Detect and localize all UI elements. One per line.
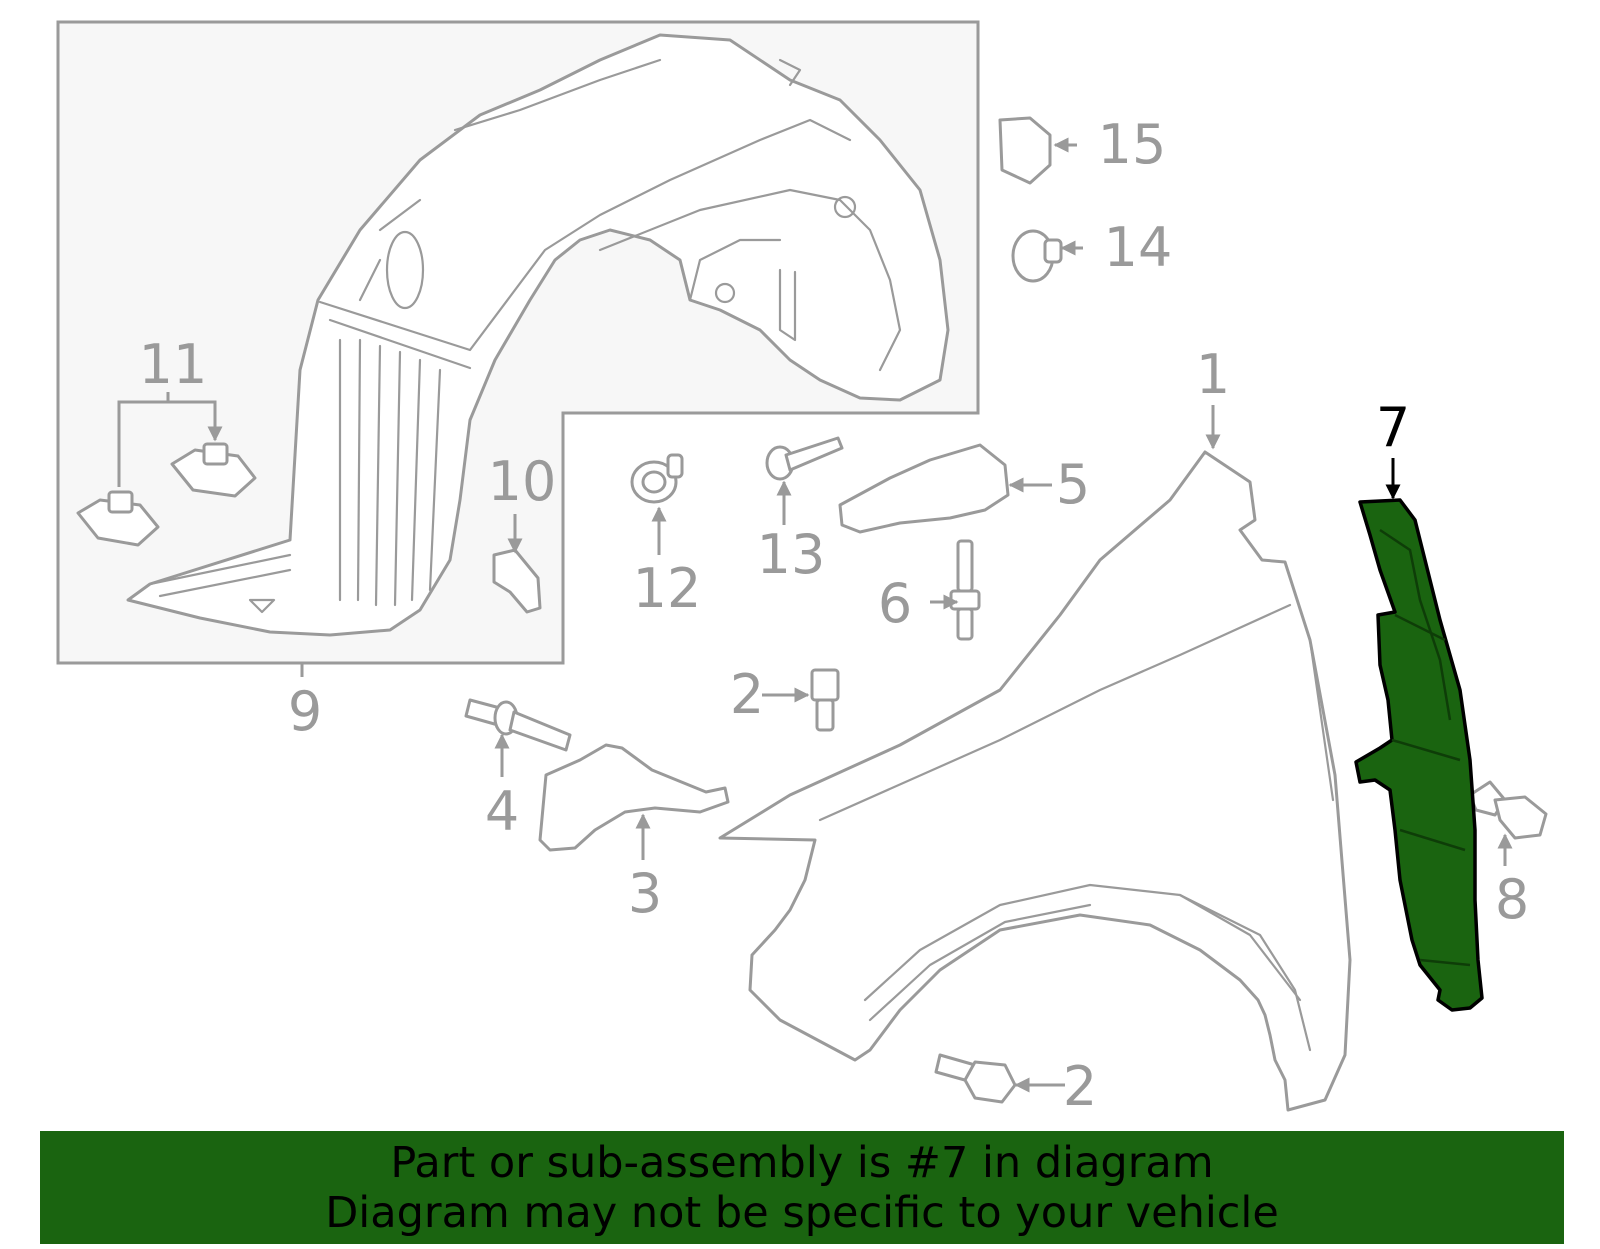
callout-3: 3 <box>628 862 662 925</box>
highlighted-part-7[interactable] <box>1354 498 1484 1012</box>
clip-nut-11a <box>76 490 160 547</box>
callout-2-upper: 2 <box>730 663 764 726</box>
grommet-12 <box>630 453 684 504</box>
callout-8: 8 <box>1495 868 1529 931</box>
leader-lines <box>117 137 1513 1093</box>
callout-1: 1 <box>1196 343 1230 406</box>
callout-2-lower: 2 <box>1063 1055 1097 1118</box>
callout-6: 6 <box>878 572 912 635</box>
info-banner: Part or sub-assembly is #7 in diagram Di… <box>40 1131 1564 1244</box>
callout-15: 15 <box>1098 113 1167 176</box>
fender-liner <box>126 33 950 637</box>
bolt-2b <box>934 1053 1017 1104</box>
clip-10 <box>492 548 542 614</box>
callout-11: 11 <box>139 333 208 396</box>
callout-4: 4 <box>485 780 519 843</box>
callout-10: 10 <box>488 450 557 513</box>
callout-5: 5 <box>1056 453 1090 516</box>
highlighted-part-7-detail <box>1379 528 1471 967</box>
callout-14: 14 <box>1104 216 1173 279</box>
callout-9: 9 <box>288 680 322 743</box>
banner-line-2: Diagram may not be specific to your vehi… <box>325 1187 1279 1238</box>
retainer-15 <box>998 116 1052 185</box>
push-clip-8 <box>1468 780 1548 840</box>
callout-13: 13 <box>757 523 826 586</box>
fender <box>718 450 1352 1112</box>
clip-nut-11b <box>170 442 257 498</box>
callout-7: 7 <box>1376 396 1410 459</box>
callout-12: 12 <box>633 557 702 620</box>
bracket-3 <box>538 743 730 852</box>
bracket-5 <box>838 443 1010 534</box>
push-clip-14 <box>1011 229 1063 283</box>
bolt-2a <box>810 668 840 732</box>
stud-6 <box>949 539 981 641</box>
screw-13 <box>765 436 844 481</box>
bolt-4 <box>464 698 572 752</box>
banner-line-1: Part or sub-assembly is #7 in diagram <box>390 1137 1214 1188</box>
